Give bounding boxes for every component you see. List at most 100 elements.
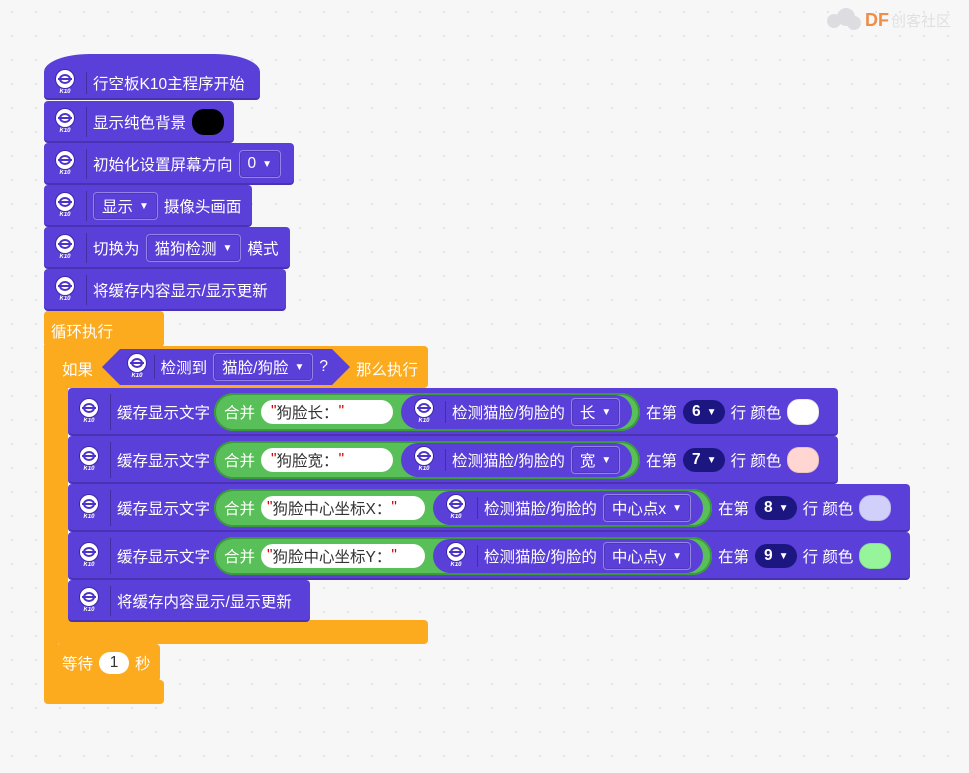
- color-picker-black[interactable]: [192, 109, 225, 135]
- df-logo: DF 创客社区: [826, 8, 951, 32]
- k10-icon: K10: [74, 532, 104, 580]
- wait-block[interactable]: 等待 1 秒: [56, 644, 160, 682]
- show-background-block[interactable]: K10 显示纯色背景: [44, 101, 234, 143]
- if-arm: [56, 386, 68, 626]
- init-screen-direction-block[interactable]: K10 初始化设置屏幕方向 0▼: [44, 143, 294, 185]
- line-dropdown[interactable]: 9▼: [755, 544, 797, 568]
- main-program-start-block[interactable]: K10 行空板K10主程序开始: [44, 54, 260, 100]
- block-label: 切换为: [93, 241, 140, 258]
- row-color-label: 行 颜色: [802, 549, 854, 566]
- k10-icon: K10: [74, 484, 104, 532]
- k10-icon: K10: [74, 388, 104, 436]
- wait-seconds-input[interactable]: 1: [99, 652, 130, 674]
- block-label-mode: 模式: [247, 241, 279, 258]
- detect-label: 检测猫脸/狗脸的: [452, 405, 565, 422]
- then-label: 那么执行: [356, 362, 419, 379]
- prop-dropdown[interactable]: 宽▼: [570, 446, 621, 474]
- detect-prop-block[interactable]: K10 检测猫脸/狗脸的 宽▼: [401, 443, 633, 477]
- color-picker[interactable]: [859, 495, 892, 521]
- cache-text-row-2[interactable]: K10 缓存显示文字 合并 " 狗脸宽：" K10 检测猫脸/狗脸的 宽▼ 在第…: [68, 436, 838, 484]
- cache-text-row-1[interactable]: K10 缓存显示文字 合并 " 狗脸长：" K10 检测猫脸/狗脸的 长▼ 在第…: [68, 388, 838, 436]
- row-color-label: 行 颜色: [802, 501, 854, 518]
- cache-text-label: 缓存显示文字: [117, 549, 211, 566]
- block-label: 显示纯色背景: [93, 115, 187, 132]
- detect-target-dropdown[interactable]: 猫脸/狗脸▼: [213, 353, 313, 381]
- k10-icon: K10: [50, 143, 80, 185]
- cache-text-label: 缓存显示文字: [117, 453, 211, 470]
- chevron-down-icon: ▼: [706, 454, 717, 466]
- inner-update-display-block[interactable]: K10 将缓存内容显示/显示更新: [68, 580, 310, 622]
- detect-label: 检测猫脸/狗脸的: [484, 501, 597, 518]
- join-label: 合并: [224, 453, 256, 470]
- cache-text-row-4[interactable]: K10 缓存显示文字 合并 "狗脸中心坐标Y：" K10 检测猫脸/狗脸的 中心…: [68, 532, 910, 580]
- color-picker[interactable]: [787, 447, 820, 473]
- block-label: 将缓存内容显示/显示更新: [93, 283, 268, 300]
- block-label: 摄像头画面: [163, 199, 242, 216]
- join-block[interactable]: 合并 " 狗脸长：" K10 检测猫脸/狗脸的 长▼: [214, 393, 641, 431]
- k10-icon: K10: [50, 227, 80, 269]
- text-input[interactable]: "狗脸中心坐标Y：": [261, 544, 426, 568]
- block-label: 将缓存内容显示/显示更新: [117, 594, 292, 611]
- switch-mode-block[interactable]: K10 切换为 猫狗检测▼ 模式: [44, 227, 290, 269]
- loop-block[interactable]: 循环执行: [44, 311, 164, 347]
- detected-label: 检测到: [160, 360, 208, 377]
- k10-icon: K10: [126, 349, 148, 385]
- line-dropdown[interactable]: 7▼: [683, 448, 725, 472]
- join-label: 合并: [224, 501, 256, 518]
- row-color-label: 行 颜色: [730, 453, 782, 470]
- row-color-label: 行 颜色: [730, 405, 782, 422]
- update-display-block[interactable]: K10 将缓存内容显示/显示更新: [44, 269, 286, 311]
- line-dropdown[interactable]: 6▼: [683, 400, 725, 424]
- k10-icon: K10: [50, 66, 80, 100]
- detect-condition[interactable]: K10 检测到 猫脸/狗脸▼ ?: [102, 349, 350, 385]
- k10-icon: K10: [50, 185, 80, 227]
- chevron-down-icon: ▼: [778, 550, 789, 562]
- text-input[interactable]: "狗脸中心坐标X：": [261, 496, 426, 520]
- chevron-down-icon: ▼: [672, 550, 683, 562]
- color-picker[interactable]: [859, 543, 892, 569]
- chevron-down-icon: ▼: [294, 361, 305, 373]
- logo-brand: DF: [864, 9, 889, 30]
- detect-prop-block[interactable]: K10 检测猫脸/狗脸的 中心点x▼: [433, 491, 704, 525]
- detect-prop-block[interactable]: K10 检测猫脸/狗脸的 长▼: [401, 395, 633, 429]
- join-block[interactable]: 合并 "狗脸中心坐标Y：" K10 检测猫脸/狗脸的 中心点y▼: [214, 537, 713, 575]
- prop-dropdown[interactable]: 中心点y▼: [602, 542, 692, 570]
- at-label: 在第: [646, 405, 678, 422]
- join-label: 合并: [224, 405, 256, 422]
- loop-label: 循环执行: [51, 324, 114, 341]
- prop-dropdown[interactable]: 长▼: [570, 398, 621, 426]
- detect-label: 检测猫脸/狗脸的: [452, 453, 565, 470]
- block-label: 行空板K10主程序开始: [93, 76, 245, 93]
- color-picker[interactable]: [787, 399, 820, 425]
- text-input[interactable]: " 狗脸宽：": [261, 448, 394, 472]
- loop-arm: [44, 345, 58, 685]
- if-label: 如果: [62, 362, 94, 379]
- cache-text-row-3[interactable]: K10 缓存显示文字 合并 "狗脸中心坐标X：" K10 检测猫脸/狗脸的 中心…: [68, 484, 910, 532]
- text-input[interactable]: " 狗脸长：": [261, 400, 394, 424]
- at-label: 在第: [718, 501, 750, 518]
- prop-dropdown[interactable]: 中心点x▼: [602, 494, 692, 522]
- seconds-label: 秒: [135, 656, 151, 673]
- k10-icon: K10: [50, 269, 80, 311]
- show-camera-block[interactable]: K10 显示▼ 摄像头画面: [44, 185, 252, 227]
- cache-text-label: 缓存显示文字: [117, 501, 211, 518]
- block-label: 初始化设置屏幕方向: [93, 157, 233, 174]
- chevron-down-icon: ▼: [778, 502, 789, 514]
- detect-prop-block[interactable]: K10 检测猫脸/狗脸的 中心点y▼: [433, 539, 704, 573]
- join-block[interactable]: 合并 "狗脸中心坐标X：" K10 检测猫脸/狗脸的 中心点x▼: [214, 489, 713, 527]
- k10-icon: K10: [74, 436, 104, 484]
- show-dropdown[interactable]: 显示▼: [93, 192, 158, 220]
- direction-dropdown[interactable]: 0▼: [238, 150, 282, 178]
- question-label: ?: [319, 358, 328, 375]
- join-block[interactable]: 合并 " 狗脸宽：" K10 检测猫脸/狗脸的 宽▼: [214, 441, 641, 479]
- wait-label: 等待: [62, 656, 94, 673]
- join-label: 合并: [224, 549, 256, 566]
- k10-icon: K10: [441, 539, 471, 573]
- chevron-down-icon: ▼: [601, 406, 612, 418]
- if-bottom: [56, 620, 428, 644]
- chevron-down-icon: ▼: [706, 406, 717, 418]
- at-label: 在第: [718, 549, 750, 566]
- line-dropdown[interactable]: 8▼: [755, 496, 797, 520]
- mode-dropdown[interactable]: 猫狗检测▼: [145, 234, 242, 262]
- k10-icon: K10: [409, 443, 439, 477]
